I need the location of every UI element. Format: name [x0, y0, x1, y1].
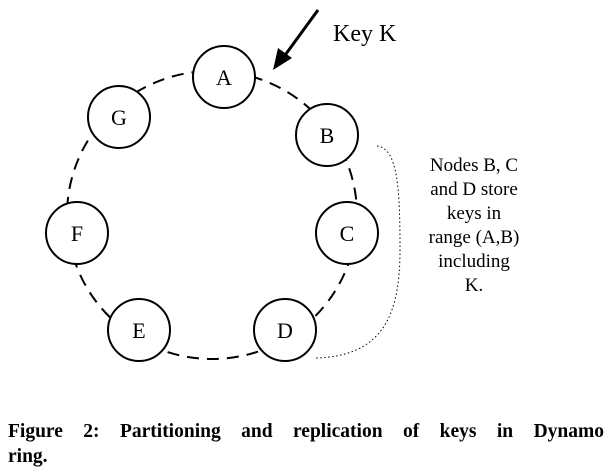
- caption-line: Figure 2: Partitioning and replication o…: [8, 421, 604, 442]
- node-label-b: B: [320, 123, 335, 148]
- ring-node-g: G: [87, 85, 151, 149]
- key-label: Key K: [333, 21, 397, 47]
- ring-node-b: B: [295, 103, 359, 167]
- node-label-c: C: [340, 221, 355, 246]
- replication-note: Nodes B, C and D store keys in range (A,…: [404, 154, 544, 298]
- ring-node-d: D: [253, 298, 317, 362]
- node-label-a: A: [216, 65, 232, 90]
- note-line: and D store: [430, 179, 518, 200]
- node-label-f: F: [71, 221, 83, 246]
- key-arrow-head: [273, 48, 292, 70]
- note-line: K.: [464, 275, 484, 296]
- caption-line: ring.: [8, 446, 48, 467]
- node-label-g: G: [111, 105, 127, 130]
- note-line: including: [438, 251, 510, 272]
- figure-caption: Figure 2: Partitioning and replication o…: [8, 419, 604, 469]
- note-line: keys in: [446, 203, 502, 224]
- ring-node-a: A: [192, 45, 256, 109]
- note-line: Nodes B, C: [429, 155, 519, 176]
- ring-node-f: F: [45, 201, 109, 265]
- node-label-e: E: [132, 318, 145, 343]
- key-arrow: [281, 9, 320, 59]
- replica-range-bracket: [315, 145, 401, 359]
- node-label-d: D: [277, 318, 293, 343]
- ring-node-c: C: [315, 201, 379, 265]
- note-line: range (A,B): [428, 227, 520, 248]
- ring-node-e: E: [107, 298, 171, 362]
